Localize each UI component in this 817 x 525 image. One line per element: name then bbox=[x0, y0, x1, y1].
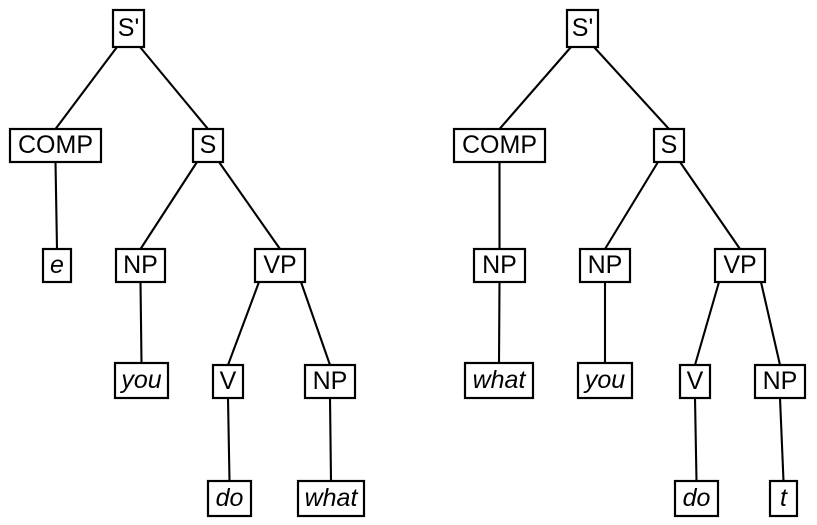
node-box bbox=[565, 8, 600, 49]
tree-node-you[interactable]: you bbox=[576, 361, 634, 400]
tree-node-np[interactable]: NP bbox=[472, 247, 527, 284]
tree-edge bbox=[54, 46, 118, 130]
node-label: t bbox=[780, 484, 788, 512]
tree-edge bbox=[54, 161, 59, 250]
node-label: V bbox=[687, 367, 704, 395]
surface-structure-tree: S' COMP S NP NP VP what you V NP do t bbox=[452, 8, 807, 518]
tree-node-sbar[interactable]: S' bbox=[111, 8, 146, 49]
node-label: VP bbox=[723, 251, 756, 279]
tree-node-vp[interactable]: VP bbox=[253, 247, 307, 284]
node-label: NP bbox=[313, 367, 348, 395]
node-label: VP bbox=[263, 251, 296, 279]
tree-node-vp[interactable]: VP bbox=[713, 247, 767, 284]
node-box bbox=[472, 247, 527, 284]
node-label: e bbox=[50, 251, 64, 279]
tree-node-you[interactable]: you bbox=[113, 361, 170, 400]
node-box bbox=[113, 361, 170, 400]
tree-edge bbox=[679, 161, 741, 250]
tree-edge bbox=[497, 281, 501, 364]
tree-node-v[interactable]: V bbox=[211, 363, 245, 400]
node-box bbox=[578, 247, 632, 284]
tree-node-np[interactable]: NP bbox=[114, 247, 167, 284]
tree-edge bbox=[218, 161, 281, 250]
tree-edge bbox=[139, 161, 198, 250]
node-box bbox=[678, 363, 712, 400]
node-label: NP bbox=[123, 251, 158, 279]
node-box bbox=[768, 479, 799, 518]
node-box bbox=[303, 363, 357, 400]
tree-node-v[interactable]: V bbox=[678, 363, 712, 400]
tree-node-s[interactable]: S bbox=[652, 127, 686, 164]
node-box bbox=[673, 479, 720, 518]
node-label: NP bbox=[588, 251, 623, 279]
tree-node-sbar[interactable]: S' bbox=[565, 8, 600, 49]
node-box bbox=[576, 361, 634, 400]
tree-node-np[interactable]: NP bbox=[753, 363, 807, 400]
tree-edge bbox=[328, 397, 333, 482]
tree-node-do[interactable]: do bbox=[206, 479, 253, 518]
tree-edge bbox=[693, 281, 721, 366]
node-box bbox=[41, 247, 73, 284]
node-box bbox=[463, 361, 535, 400]
tree-edge bbox=[778, 397, 785, 482]
node-box bbox=[753, 363, 807, 400]
tree-edge bbox=[139, 281, 143, 364]
tree-edge bbox=[604, 161, 659, 250]
tree-node-comp[interactable]: COMP bbox=[452, 127, 547, 164]
node-box bbox=[211, 363, 245, 400]
tree-edge bbox=[759, 281, 782, 366]
node-box bbox=[296, 479, 366, 518]
node-label: you bbox=[583, 366, 625, 394]
tree-node-t[interactable]: t bbox=[768, 479, 799, 518]
node-box bbox=[253, 247, 307, 284]
tree-node-np[interactable]: NP bbox=[578, 247, 632, 284]
node-box bbox=[114, 247, 167, 284]
node-box bbox=[452, 127, 547, 164]
node-label: do bbox=[216, 484, 244, 512]
node-label: COMP bbox=[18, 131, 93, 159]
node-box bbox=[652, 127, 686, 164]
tree-node-do[interactable]: do bbox=[673, 479, 720, 518]
node-label: S bbox=[661, 131, 678, 159]
node-label: you bbox=[119, 366, 161, 394]
tree-node-e[interactable]: e bbox=[41, 247, 73, 284]
node-label: S' bbox=[572, 14, 593, 42]
node-label: V bbox=[220, 367, 237, 395]
tree-node-comp[interactable]: COMP bbox=[8, 127, 103, 164]
tree-node-what[interactable]: what bbox=[296, 479, 366, 518]
tree-edge bbox=[593, 46, 670, 130]
tree-edge bbox=[226, 397, 231, 482]
tree-edge bbox=[227, 281, 260, 366]
tree-edges bbox=[54, 46, 333, 482]
node-label: S bbox=[200, 131, 217, 159]
tree-edge bbox=[498, 46, 572, 130]
tree-edge bbox=[693, 397, 698, 482]
node-label: COMP bbox=[462, 131, 537, 159]
node-label: NP bbox=[763, 367, 798, 395]
tree-node-what[interactable]: what bbox=[463, 361, 535, 400]
node-label: what bbox=[473, 366, 527, 394]
node-label: S' bbox=[118, 14, 139, 42]
tree-node-s[interactable]: S bbox=[191, 127, 225, 164]
tree-edge bbox=[300, 281, 331, 366]
node-label: do bbox=[683, 484, 711, 512]
node-box bbox=[8, 127, 103, 164]
tree-edges bbox=[497, 46, 785, 482]
node-box bbox=[713, 247, 767, 284]
node-label: what bbox=[305, 484, 359, 512]
node-box bbox=[206, 479, 253, 518]
node-box bbox=[191, 127, 225, 164]
tree-node-np[interactable]: NP bbox=[303, 363, 357, 400]
node-label: NP bbox=[482, 251, 517, 279]
tree-edge bbox=[139, 46, 209, 130]
node-box bbox=[111, 8, 146, 49]
